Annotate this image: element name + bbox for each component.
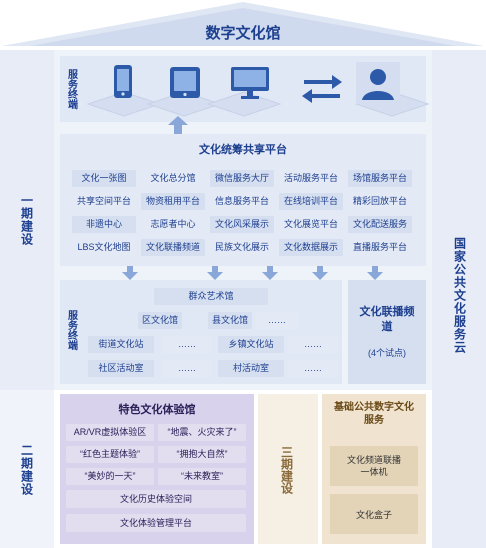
basic-title: 基础公共数字文化服务 (334, 402, 414, 426)
phase1-label: 一期建设 (19, 194, 34, 246)
experience-item: “未来教室” (158, 468, 246, 485)
terminal-node: 村活动室 (218, 360, 284, 377)
right-column (432, 50, 486, 548)
basic-item-1-label: 文化频道联播一体机 (346, 455, 401, 477)
terminal-node: …… (162, 360, 212, 377)
platform-title: 文化统筹共享平台 (199, 144, 287, 156)
platform-grid: 文化一张图文化总分馆微信服务大厅活动服务平台场馆服务平台共享空间平台物资租用平台… (72, 170, 416, 262)
terminal-top-label: 服务终端 (65, 69, 77, 109)
terminal-node: 县文化馆 (208, 312, 252, 329)
terminal-node: …… (256, 312, 298, 329)
terminal-node: 街道文化站 (88, 336, 154, 353)
basic-item-2: 文化盒子 (330, 494, 418, 534)
platform-item: 文化总分馆 (141, 170, 205, 187)
experience-item: “红色主题体验” (66, 446, 154, 463)
experience-title: 特色文化体验馆 (118, 404, 196, 416)
roof (2, 2, 484, 46)
monitor-icon (230, 66, 270, 100)
platform-item: 微信服务大厅 (210, 170, 274, 187)
broadcast-title: 文化联播频道 (359, 306, 415, 333)
experience-item: “地震、火灾来了” (158, 424, 246, 441)
experience-wide-item: 文化历史体验空间 (66, 490, 246, 508)
experience-grid: AR/VR虚拟体验区“地震、火灾来了”“红色主题体验”“拥抱大自然”“美妙的一天… (66, 424, 248, 542)
left-column-phase1 (0, 50, 54, 390)
platform-item: 文化配送服务 (348, 216, 412, 233)
terminal-node: …… (288, 360, 338, 377)
platform-item: 共享空间平台 (72, 193, 136, 210)
down-arrows (122, 266, 383, 280)
terminal-bottom-label: 服务终端 (65, 310, 77, 350)
platform-item: 物资租用平台 (141, 193, 205, 210)
platform-item: 信息服务平台 (210, 193, 274, 210)
cloud-label: 国家公共文化服务云 (452, 236, 467, 354)
broadcast-panel (348, 280, 426, 384)
page-title: 数字文化馆 (205, 25, 281, 42)
platform-item: LBS文化地图 (72, 239, 136, 256)
user-icon (356, 62, 400, 104)
terminal-network: 群众艺术馆区文化馆县文化馆……街道文化站……乡镇文化站……社区活动室……村活动室… (80, 284, 342, 384)
experience-item: AR/VR虚拟体验区 (66, 424, 154, 441)
platform-item: 民族文化展示 (210, 239, 274, 256)
platform-item: 精彩回放平台 (348, 193, 412, 210)
terminal-node: …… (162, 336, 212, 353)
left-column-phase2 (0, 390, 54, 548)
terminal-node-top: 群众艺术馆 (154, 288, 268, 305)
terminal-node: 区文化馆 (138, 312, 182, 329)
phone-icon (112, 64, 134, 100)
basic-item-2-label: 文化盒子 (355, 509, 392, 520)
platform-item: 活动服务平台 (279, 170, 343, 187)
device-platforms (86, 91, 430, 117)
phase3-band (258, 394, 318, 544)
terminal-node: 乡镇文化站 (218, 336, 284, 353)
phase2-label: 二期建设 (19, 444, 34, 496)
experience-wide-item: 文化体验管理平台 (66, 514, 246, 532)
platform-item: 文化数据展示 (279, 239, 343, 256)
platform-item: 非遗中心 (72, 216, 136, 233)
platform-item: 场馆服务平台 (348, 170, 412, 187)
platform-item: 直播服务平台 (348, 239, 412, 256)
platform-item: 志愿者中心 (141, 216, 205, 233)
exchange-arrows (300, 72, 344, 106)
platform-item: 文化风采展示 (210, 216, 274, 233)
terminal-node: …… (288, 336, 338, 353)
up-arrow (168, 116, 188, 134)
platform-item: 文化联播频道 (141, 239, 205, 256)
platform-item: 在线培训平台 (279, 193, 343, 210)
experience-item: “美妙的一天” (66, 468, 154, 485)
tablet-icon (168, 66, 202, 100)
platform-item: 文化一张图 (72, 170, 136, 187)
platform-item: 文化展览平台 (279, 216, 343, 233)
terminal-node: 社区活动室 (88, 360, 154, 377)
broadcast-sub: (4个试点) (368, 348, 406, 358)
experience-item: “拥抱大自然” (158, 446, 246, 463)
phase3-label: 三期建设 (279, 446, 294, 494)
basic-item-1: 文化频道联播一体机 (330, 446, 418, 486)
